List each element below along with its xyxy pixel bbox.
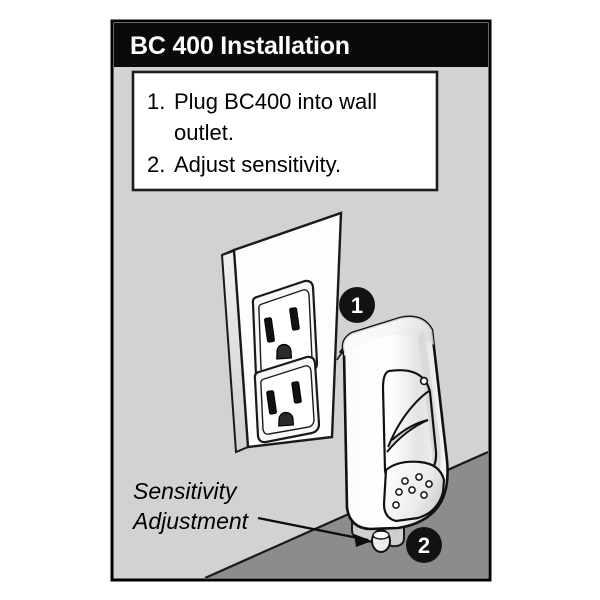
step-1-line2: outlet. [174,120,234,145]
callout-2-circle[interactable] [406,527,442,563]
socket-slot-hot-lower [291,381,302,404]
socket-inner-lower [260,365,315,435]
socket-slot-neutral-upper [264,317,275,343]
device-swoosh-line [387,390,430,448]
callout-2-label: 2 [418,533,430,558]
step-2-number: 2. [147,152,165,177]
framed-panel: Sensitivity Adjustment 1 2 BC 400 Instal… [110,19,492,582]
sensitivity-adjustment-knob[interactable] [371,529,391,553]
callout-1-label: 1 [351,293,363,318]
instruction-box: 1. Plug BC400 into wall outlet. 2. Adjus… [131,70,439,192]
page-title: BC 400 Installation [130,32,350,60]
bc400-device [336,315,449,553]
socket-slot-hot-upper [289,307,300,331]
sensitivity-leader-line [257,516,369,542]
vent-hole [420,491,428,499]
callout-1-circle[interactable] [339,287,375,323]
socket-slot-neutral-lower [266,390,277,415]
instruction-step-1: 1. Plug BC400 into wall outlet. [147,89,377,145]
sensitivity-leader [257,516,372,547]
socket-ground-hole-upper [276,343,293,360]
step-2-line1: Adjust sensitivity. [174,152,341,177]
vent-hole [395,488,403,496]
device-top-highlight [343,316,434,356]
callout-badge-2[interactable]: 2 [406,527,442,563]
step-1-number: 1. [147,89,165,114]
vent-hole [425,480,433,488]
sensitivity-label-line1: Sensitivity [133,478,238,504]
sensitivity-leader-arrowhead [354,534,372,547]
instruction-step-2: 2. Adjust sensitivity. [147,152,341,177]
outlet-socket-lower [253,355,321,444]
wall-outlet-faceplate [220,211,343,454]
callout-badge-1[interactable]: 1 [339,287,375,323]
instruction-box-background [131,70,439,192]
device-led-indicator [419,376,429,386]
knob-top-face[interactable] [372,530,390,540]
device-vent-holes [392,473,433,509]
vent-hole [415,473,423,481]
vent-hole [392,501,400,509]
socket-ground-hole-lower [278,411,295,427]
vent-hole [401,477,409,485]
step-1-line1: Plug BC400 into wall [174,89,377,114]
device-swoosh-accent [386,419,429,453]
title-bar [114,23,488,67]
sensitivity-label-line2: Adjustment [131,508,250,534]
vent-hole [408,486,416,494]
